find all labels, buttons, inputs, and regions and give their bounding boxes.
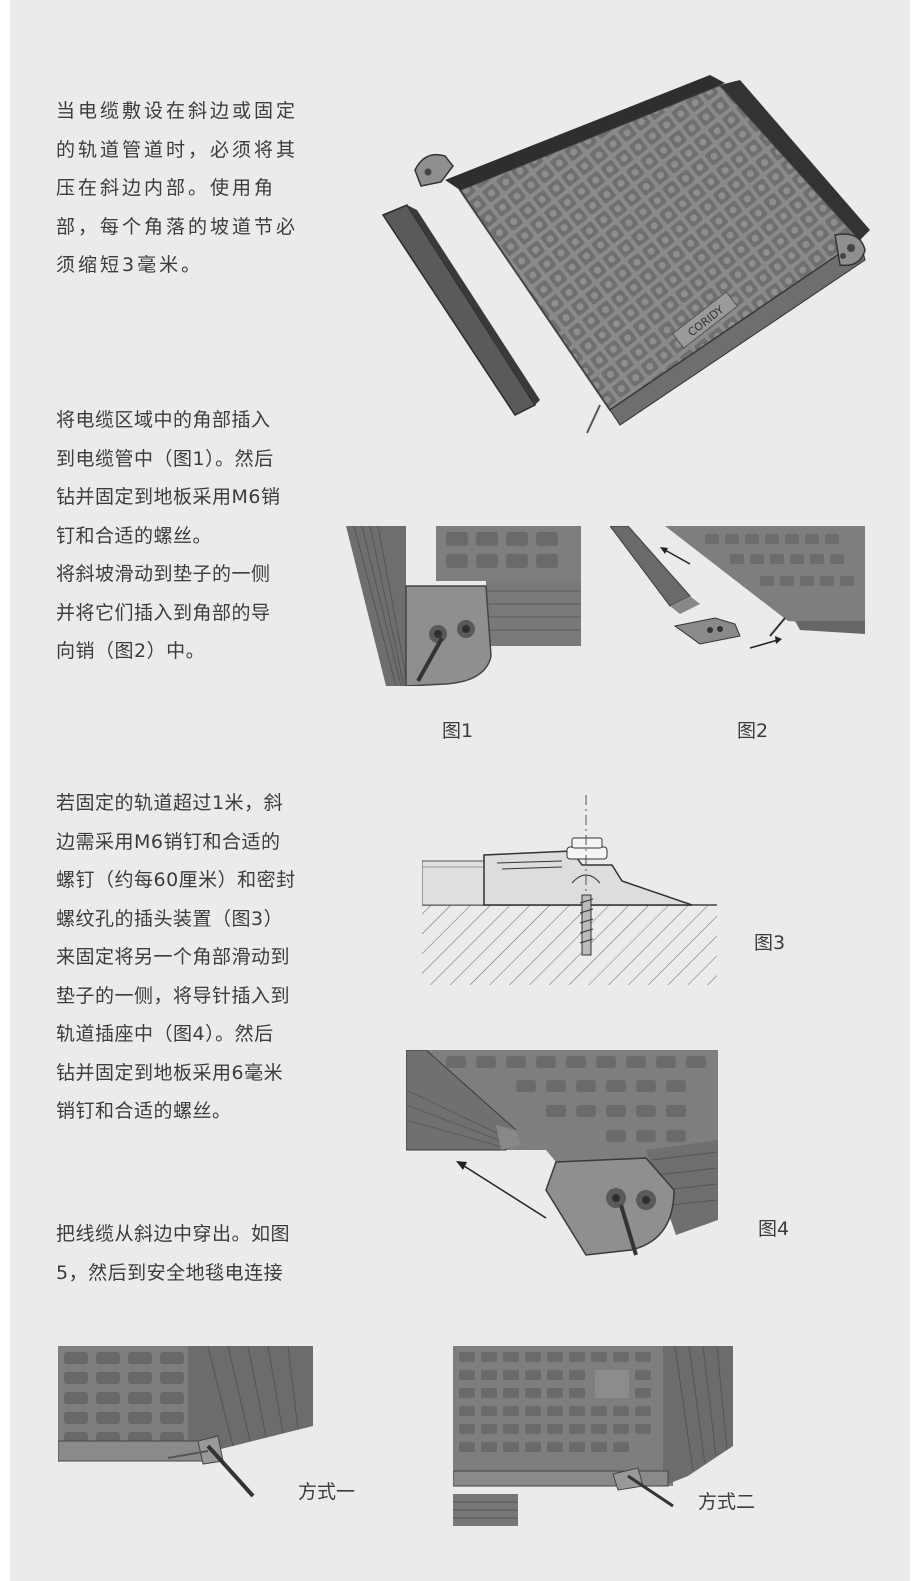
instruction-paragraph-2: 将电缆区域中的角部插入 到电缆管中（图1）。然后 钻并固定到地板采用M6销 钉和…: [56, 409, 281, 662]
figure-4-illustration: [406, 1050, 718, 1260]
method-1-caption: 方式一: [298, 1481, 356, 1503]
figure-3-caption: 图3: [754, 932, 786, 954]
method-2-caption: 方式二: [698, 1491, 756, 1513]
mat-assembly-illustration: CORIDY: [365, 75, 875, 440]
instruction-paragraph-4: 把线缆从斜边中穿出。如图 5，然后到安全地毯电连接: [56, 1223, 291, 1284]
method-2-illustration: [453, 1346, 733, 1526]
instruction-paragraph-1: 当电缆敷设在斜边或固定 的轨道管道时，必须将其 压在斜边内部。使用角 部，每个角…: [56, 100, 299, 276]
product-detail-page: 当电缆敷设在斜边或固定 的轨道管道时，必须将其 压在斜边内部。使用角 部，每个角…: [10, 0, 910, 1581]
method-1-illustration: [58, 1346, 313, 1506]
figure-4-caption: 图4: [758, 1218, 790, 1240]
figure-2-illustration: [610, 526, 865, 661]
figure-2-caption: 图2: [737, 720, 769, 742]
figure-1-caption: 图1: [442, 720, 474, 742]
instruction-paragraph-3: 若固定的轨道超过1米，斜 边需采用M6销钉和合适的 螺钉（约每60厘米）和密封 …: [56, 792, 296, 1122]
figure-1-illustration: [346, 526, 581, 686]
figure-3-cross-section: [422, 795, 717, 985]
